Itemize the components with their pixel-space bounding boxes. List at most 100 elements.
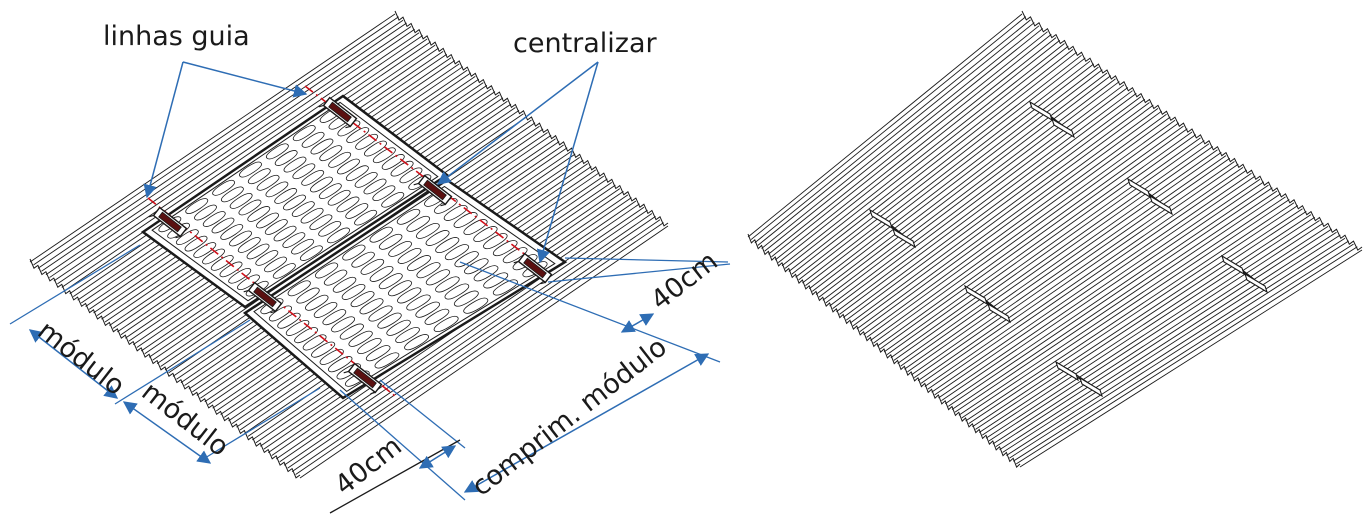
roof-right-ridge [920, 163, 1239, 384]
solar-cell [194, 204, 217, 221]
solar-cell [342, 244, 366, 261]
clamp-right [513, 252, 553, 285]
rail-bracket [869, 208, 893, 230]
solar-cell [387, 280, 413, 297]
mounting-rails [869, 100, 1268, 398]
solar-cell [301, 169, 325, 186]
solar-cell [339, 323, 364, 340]
roof-right-ridge [849, 102, 1150, 324]
solar-cell [464, 258, 489, 275]
roof-right-edge [747, 233, 1021, 468]
roof-right-ridge [836, 90, 1133, 313]
roof-left-ridge [57, 35, 423, 285]
roof-right-ridge [1019, 249, 1363, 468]
roof-right-ridge [845, 98, 1146, 321]
solar-cell [327, 189, 351, 206]
clamp-edge [413, 182, 419, 186]
clamp-bolt [253, 286, 277, 308]
module-length-label: comprim. módulo [466, 332, 673, 503]
solar-cell [397, 287, 422, 304]
solar-cell [386, 319, 411, 336]
solar-cell [273, 225, 297, 242]
roof-right-ridge [777, 39, 1061, 263]
clamp-edge [370, 391, 376, 395]
solar-cell [211, 217, 235, 234]
solar-cell [294, 327, 318, 344]
roof-right-ridge [924, 167, 1244, 387]
solar-cell [368, 305, 393, 322]
roof-right-ridge [822, 78, 1116, 301]
solar-cell [285, 319, 310, 336]
rail-5 [1221, 254, 1268, 294]
roof-right-ridge [982, 216, 1316, 436]
solar-cell [406, 215, 431, 232]
clamp-edge [540, 281, 546, 285]
ext-line-module-length-a [459, 261, 721, 363]
solar-cell [406, 294, 431, 311]
solar-cell [397, 247, 422, 264]
roof-left-ridge [49, 28, 415, 278]
roof-right-ridge [910, 155, 1227, 376]
solar-cell [265, 143, 289, 160]
solar-cell [310, 138, 334, 155]
solar-cell [492, 279, 518, 296]
roof-right-ridge [832, 87, 1129, 309]
solar-cell [360, 258, 385, 275]
solar-cell [378, 273, 403, 290]
roof-right-ridge [992, 226, 1329, 445]
solar-cell [341, 283, 366, 300]
roof-right-ridge [995, 228, 1333, 447]
roof-right-ridge [808, 66, 1099, 290]
clamp-mid-lower [243, 281, 283, 314]
solar-cell [415, 301, 441, 318]
dim-offset-right [620, 313, 655, 333]
roof-right-ridge [866, 116, 1171, 338]
rail-6 [1055, 360, 1103, 398]
solar-cell [463, 297, 489, 314]
rail-bracket [1079, 376, 1103, 398]
solar-cell [327, 356, 353, 373]
roof-right-ridge [764, 28, 1044, 252]
roof-right-ridge [961, 199, 1290, 419]
roof-right-ridge [839, 92, 1137, 315]
solar-cell [453, 212, 478, 228]
solar-cell [473, 265, 499, 282]
clamp-edge [345, 125, 351, 129]
roof-right-ridge [948, 187, 1273, 407]
solar-cell [350, 291, 375, 308]
clamp-bolt [328, 101, 352, 123]
roof-right-ridge [859, 110, 1163, 332]
leader-center-right [536, 61, 599, 264]
roof-left-ridge [275, 206, 645, 460]
solar-cell [318, 183, 342, 200]
solar-cell [463, 219, 488, 236]
rail-bracket [1149, 194, 1173, 216]
solar-cell [388, 240, 412, 257]
solar-cell [351, 251, 375, 268]
solar-cell [237, 237, 261, 253]
roof-right-ridge [972, 208, 1303, 428]
solar-cell [264, 219, 288, 235]
roof-left-ridge [283, 213, 653, 466]
roof-right-ridge [842, 96, 1142, 318]
solar-cell [435, 276, 460, 293]
roof-right-ridge [750, 16, 1027, 240]
solar-cell [277, 312, 301, 329]
leader-center-mid [436, 61, 599, 185]
rail-bracket [892, 227, 916, 249]
roof-right-ridge [978, 214, 1312, 433]
module-label-1: módulo [32, 315, 131, 402]
clamp-edge [175, 235, 181, 239]
rail-1 [1029, 100, 1075, 139]
solar-cell [247, 206, 271, 222]
ext-line-module-length-b [339, 389, 466, 501]
roof-right-ridge [870, 119, 1176, 341]
roof-right-ridge [811, 69, 1103, 292]
solar-cell [404, 334, 429, 351]
clamp-mid-upper [413, 174, 453, 207]
solar-cell [323, 269, 348, 286]
roof-right-ridge [757, 22, 1035, 246]
roof-left-ridge [279, 209, 648, 463]
roof-right-ridge [954, 193, 1282, 413]
